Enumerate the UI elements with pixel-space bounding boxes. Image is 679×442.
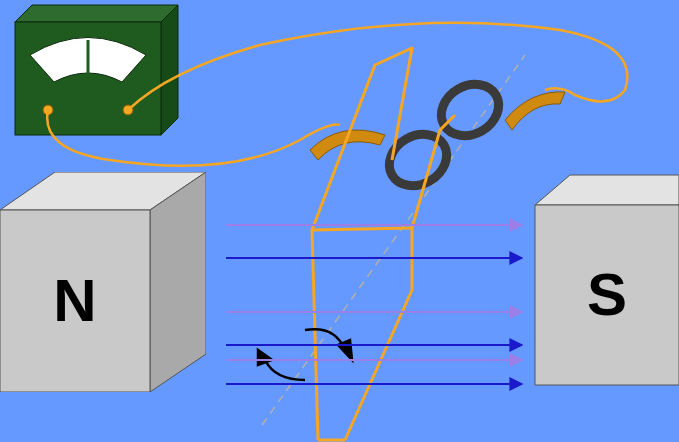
magnet-front: N <box>0 210 150 392</box>
slip-rings <box>380 74 508 196</box>
wires <box>47 23 627 166</box>
field-line <box>226 359 522 361</box>
magnet-face <box>535 175 679 205</box>
magnet-front: S <box>535 205 679 385</box>
brushes <box>310 92 565 160</box>
magnet-block: S <box>530 172 679 390</box>
magnet-outline <box>0 172 206 392</box>
galvanometer <box>15 5 178 135</box>
pole-label: S <box>587 265 627 325</box>
magnet-face <box>150 172 206 392</box>
field-line <box>226 224 522 226</box>
field-line <box>226 344 522 346</box>
rotation-arrows <box>258 329 352 380</box>
magnet-block: N <box>0 172 206 392</box>
magnet-face <box>0 210 150 392</box>
field-line <box>226 383 522 385</box>
field-line <box>226 311 522 313</box>
rotation-axis <box>262 55 525 425</box>
wire-loop <box>312 48 455 440</box>
field-line <box>226 257 522 259</box>
magnet-face <box>535 205 679 385</box>
pole-label: N <box>53 271 96 331</box>
